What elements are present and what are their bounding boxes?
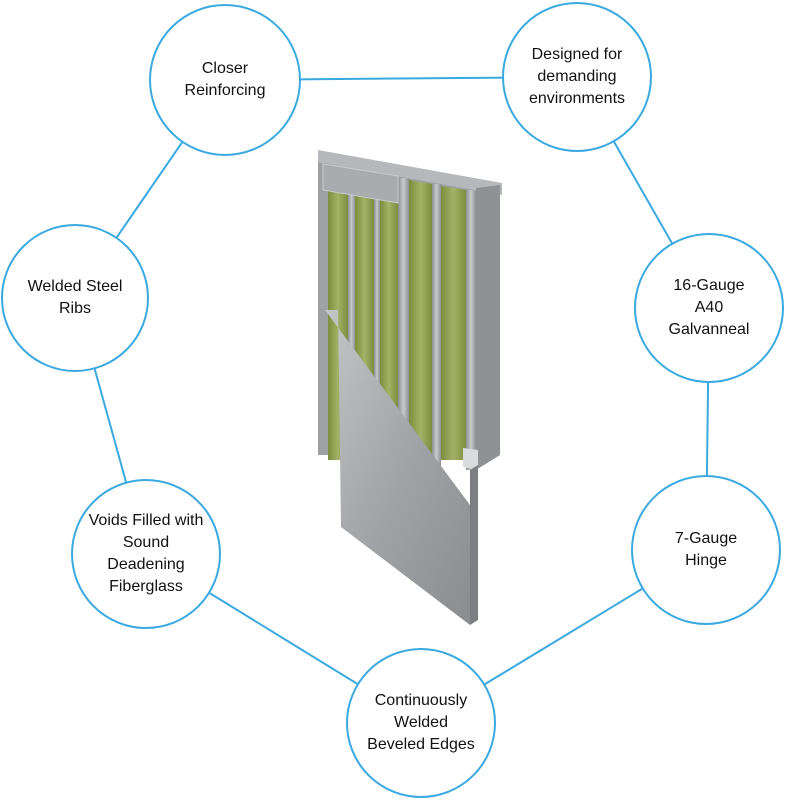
- steel-ribs: [348, 178, 476, 474]
- feature-7-gauge-hinge: 7-Gauge Hinge: [631, 475, 781, 625]
- hinge-edge: [476, 185, 500, 470]
- feature-sound-deadening-fiberglass: Voids Filled with Sound Deadening Fiberg…: [71, 479, 221, 629]
- closer-reinforcement-plate: [322, 163, 399, 204]
- feature-designed-for-demanding-environments: Designed for demanding environments: [502, 2, 652, 152]
- door-skin: [325, 310, 470, 625]
- feature-16-gauge-galvanneal: 16-Gauge A40 Galvanneal: [634, 233, 784, 383]
- feature-label: Closer Reinforcing: [184, 60, 266, 99]
- feature-label: 7-Gauge Hinge: [674, 530, 738, 569]
- feature-label: Continuously Welded Beveled Edges: [367, 692, 475, 753]
- hinge: [463, 448, 478, 470]
- door-edge: [470, 465, 478, 625]
- feature-welded-steel-ribs: Welded Steel Ribs: [1, 224, 149, 372]
- feature-label: 16-Gauge A40 Galvanneal: [668, 277, 750, 338]
- feature-continuously-welded-beveled-edges: Continuously Welded Beveled Edges: [346, 648, 496, 798]
- feature-closer-reinforcing: Closer Reinforcing: [149, 4, 301, 156]
- feature-label: Welded Steel Ribs: [27, 278, 123, 317]
- feature-label: Voids Filled with Sound Deadening Fiberg…: [88, 512, 204, 595]
- feature-label: Designed for demanding environments: [528, 46, 626, 107]
- top-rail: [318, 150, 502, 195]
